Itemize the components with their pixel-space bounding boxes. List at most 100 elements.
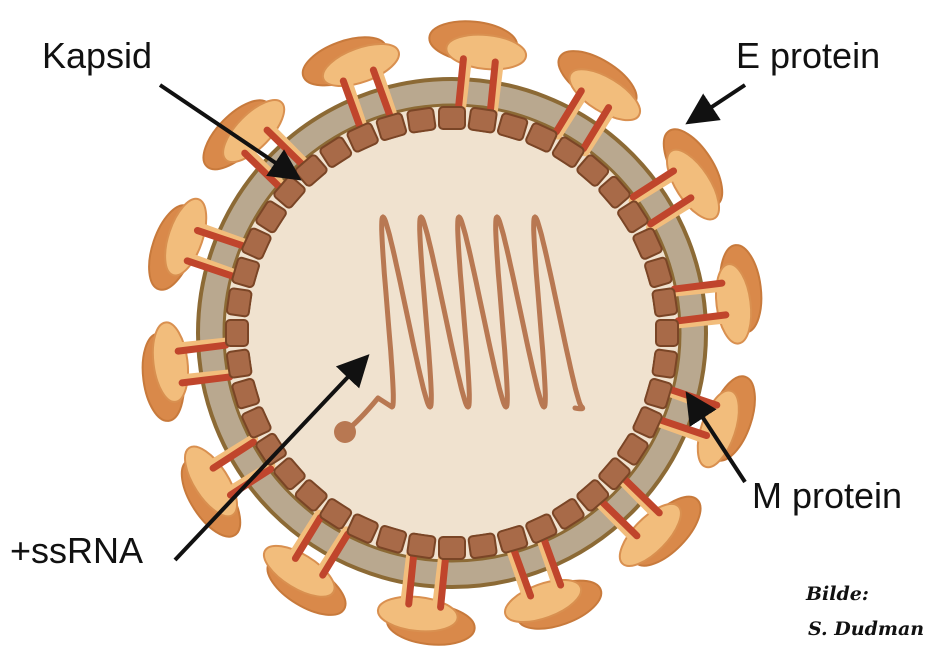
arrow-capsid bbox=[158, 83, 302, 181]
capsid-subunit bbox=[467, 532, 498, 560]
viral-core bbox=[249, 130, 655, 536]
m-protein bbox=[437, 555, 449, 611]
capsid-block bbox=[576, 154, 610, 187]
m-protein bbox=[629, 167, 678, 201]
m-protein bbox=[209, 438, 257, 472]
capsid-block bbox=[406, 106, 437, 134]
capsid-block bbox=[525, 513, 558, 544]
capsid-block bbox=[273, 457, 306, 491]
m-protein-pair bbox=[455, 55, 504, 117]
capsid-subunit bbox=[525, 513, 558, 544]
m-protein bbox=[486, 58, 499, 114]
capsid-block bbox=[467, 532, 498, 560]
m-protein bbox=[193, 226, 247, 250]
m-protein bbox=[670, 279, 726, 293]
e-protein-dimer-front bbox=[445, 33, 528, 71]
m-protein bbox=[621, 475, 663, 517]
e-protein-dimer-front bbox=[184, 445, 238, 518]
capsid-block bbox=[632, 406, 663, 439]
capsid-subunit bbox=[375, 112, 408, 141]
capsid-block bbox=[294, 479, 328, 512]
m-protein-pair bbox=[628, 167, 696, 232]
capsid-subunit bbox=[406, 532, 437, 560]
capsid-subunit bbox=[644, 377, 673, 410]
e-protein-dimer-front bbox=[666, 148, 720, 221]
m-protein bbox=[339, 77, 364, 130]
e-protein-spike bbox=[428, 20, 528, 71]
m-protein-pair bbox=[288, 509, 352, 579]
capsid-subunit bbox=[551, 136, 585, 168]
capsid-subunit bbox=[576, 154, 610, 187]
capsid-subunit bbox=[319, 498, 353, 530]
m-protein-pair bbox=[552, 87, 616, 157]
e-protein-spike bbox=[141, 321, 190, 422]
rna-end-cap bbox=[334, 421, 356, 443]
capsid-block bbox=[651, 287, 679, 318]
capsid-block bbox=[598, 457, 631, 491]
e-protein-dimer-front bbox=[164, 197, 208, 277]
capsid-subunit bbox=[255, 200, 287, 234]
m-protein bbox=[174, 341, 230, 355]
m-protein-pair bbox=[668, 279, 730, 329]
capsid-block bbox=[255, 200, 287, 234]
capsid-subunit bbox=[632, 406, 663, 439]
capsid-subunit bbox=[346, 122, 379, 153]
capsid-block bbox=[319, 498, 353, 530]
e-protein-dimer-front bbox=[568, 68, 642, 122]
capsid-block bbox=[319, 136, 353, 168]
capsid-block bbox=[632, 227, 663, 260]
label-ssrna: +ssRNA bbox=[10, 530, 144, 571]
capsid-block bbox=[406, 532, 437, 560]
capsid-block bbox=[241, 227, 272, 260]
arrow-ssrna bbox=[173, 354, 370, 562]
capsid-subunit bbox=[225, 319, 249, 347]
capsid-block bbox=[273, 175, 306, 209]
m-protein bbox=[183, 257, 237, 280]
capsid-block bbox=[438, 536, 466, 560]
e-protein-dimer-front bbox=[222, 99, 286, 164]
capsid-block bbox=[496, 525, 529, 554]
e-protein-spike bbox=[301, 36, 400, 88]
capsid-block bbox=[375, 112, 408, 141]
e-protein-spike bbox=[662, 128, 724, 221]
m-protein bbox=[369, 66, 394, 119]
m-protein bbox=[178, 373, 234, 387]
capsid-subunit bbox=[273, 175, 306, 209]
capsid-subunit bbox=[617, 200, 649, 234]
capsid-subunit bbox=[651, 348, 679, 379]
m-protein bbox=[291, 513, 324, 562]
capsid-subunit bbox=[241, 406, 272, 439]
credit-line-1: Bilde: bbox=[806, 583, 869, 605]
capsid-block bbox=[467, 106, 498, 134]
capsid-block bbox=[644, 377, 673, 410]
capsid-subunit bbox=[438, 536, 466, 560]
m-protein bbox=[540, 536, 565, 589]
capsid-block bbox=[551, 498, 585, 530]
m-protein bbox=[599, 498, 641, 540]
capsid-block bbox=[617, 200, 649, 234]
m-protein bbox=[510, 547, 535, 600]
m-protein bbox=[674, 311, 730, 325]
capsid-subunit bbox=[617, 432, 649, 466]
capsid-subunit bbox=[294, 479, 328, 512]
capsid-subunit bbox=[644, 256, 673, 289]
e-protein-spike bbox=[148, 197, 208, 291]
e-protein-spike bbox=[504, 578, 603, 630]
capsid-block bbox=[655, 319, 679, 347]
capsid-block bbox=[576, 479, 610, 512]
m-protein-pair bbox=[183, 222, 251, 280]
label-capsid: Kapsid bbox=[42, 35, 153, 76]
capsid-subunit bbox=[225, 287, 253, 318]
capsid-subunit bbox=[438, 106, 466, 130]
capsid-block bbox=[551, 136, 585, 168]
e-protein-spike bbox=[714, 244, 763, 345]
capsid-subunit bbox=[496, 112, 529, 141]
m-protein-pair bbox=[174, 337, 236, 387]
credit-line-2: S. Dudman bbox=[808, 618, 925, 640]
e-protein-dimer-front bbox=[618, 502, 682, 567]
m-protein-pair bbox=[506, 534, 565, 600]
capsid-subunit bbox=[231, 256, 260, 289]
capsid-subunit bbox=[598, 457, 631, 491]
